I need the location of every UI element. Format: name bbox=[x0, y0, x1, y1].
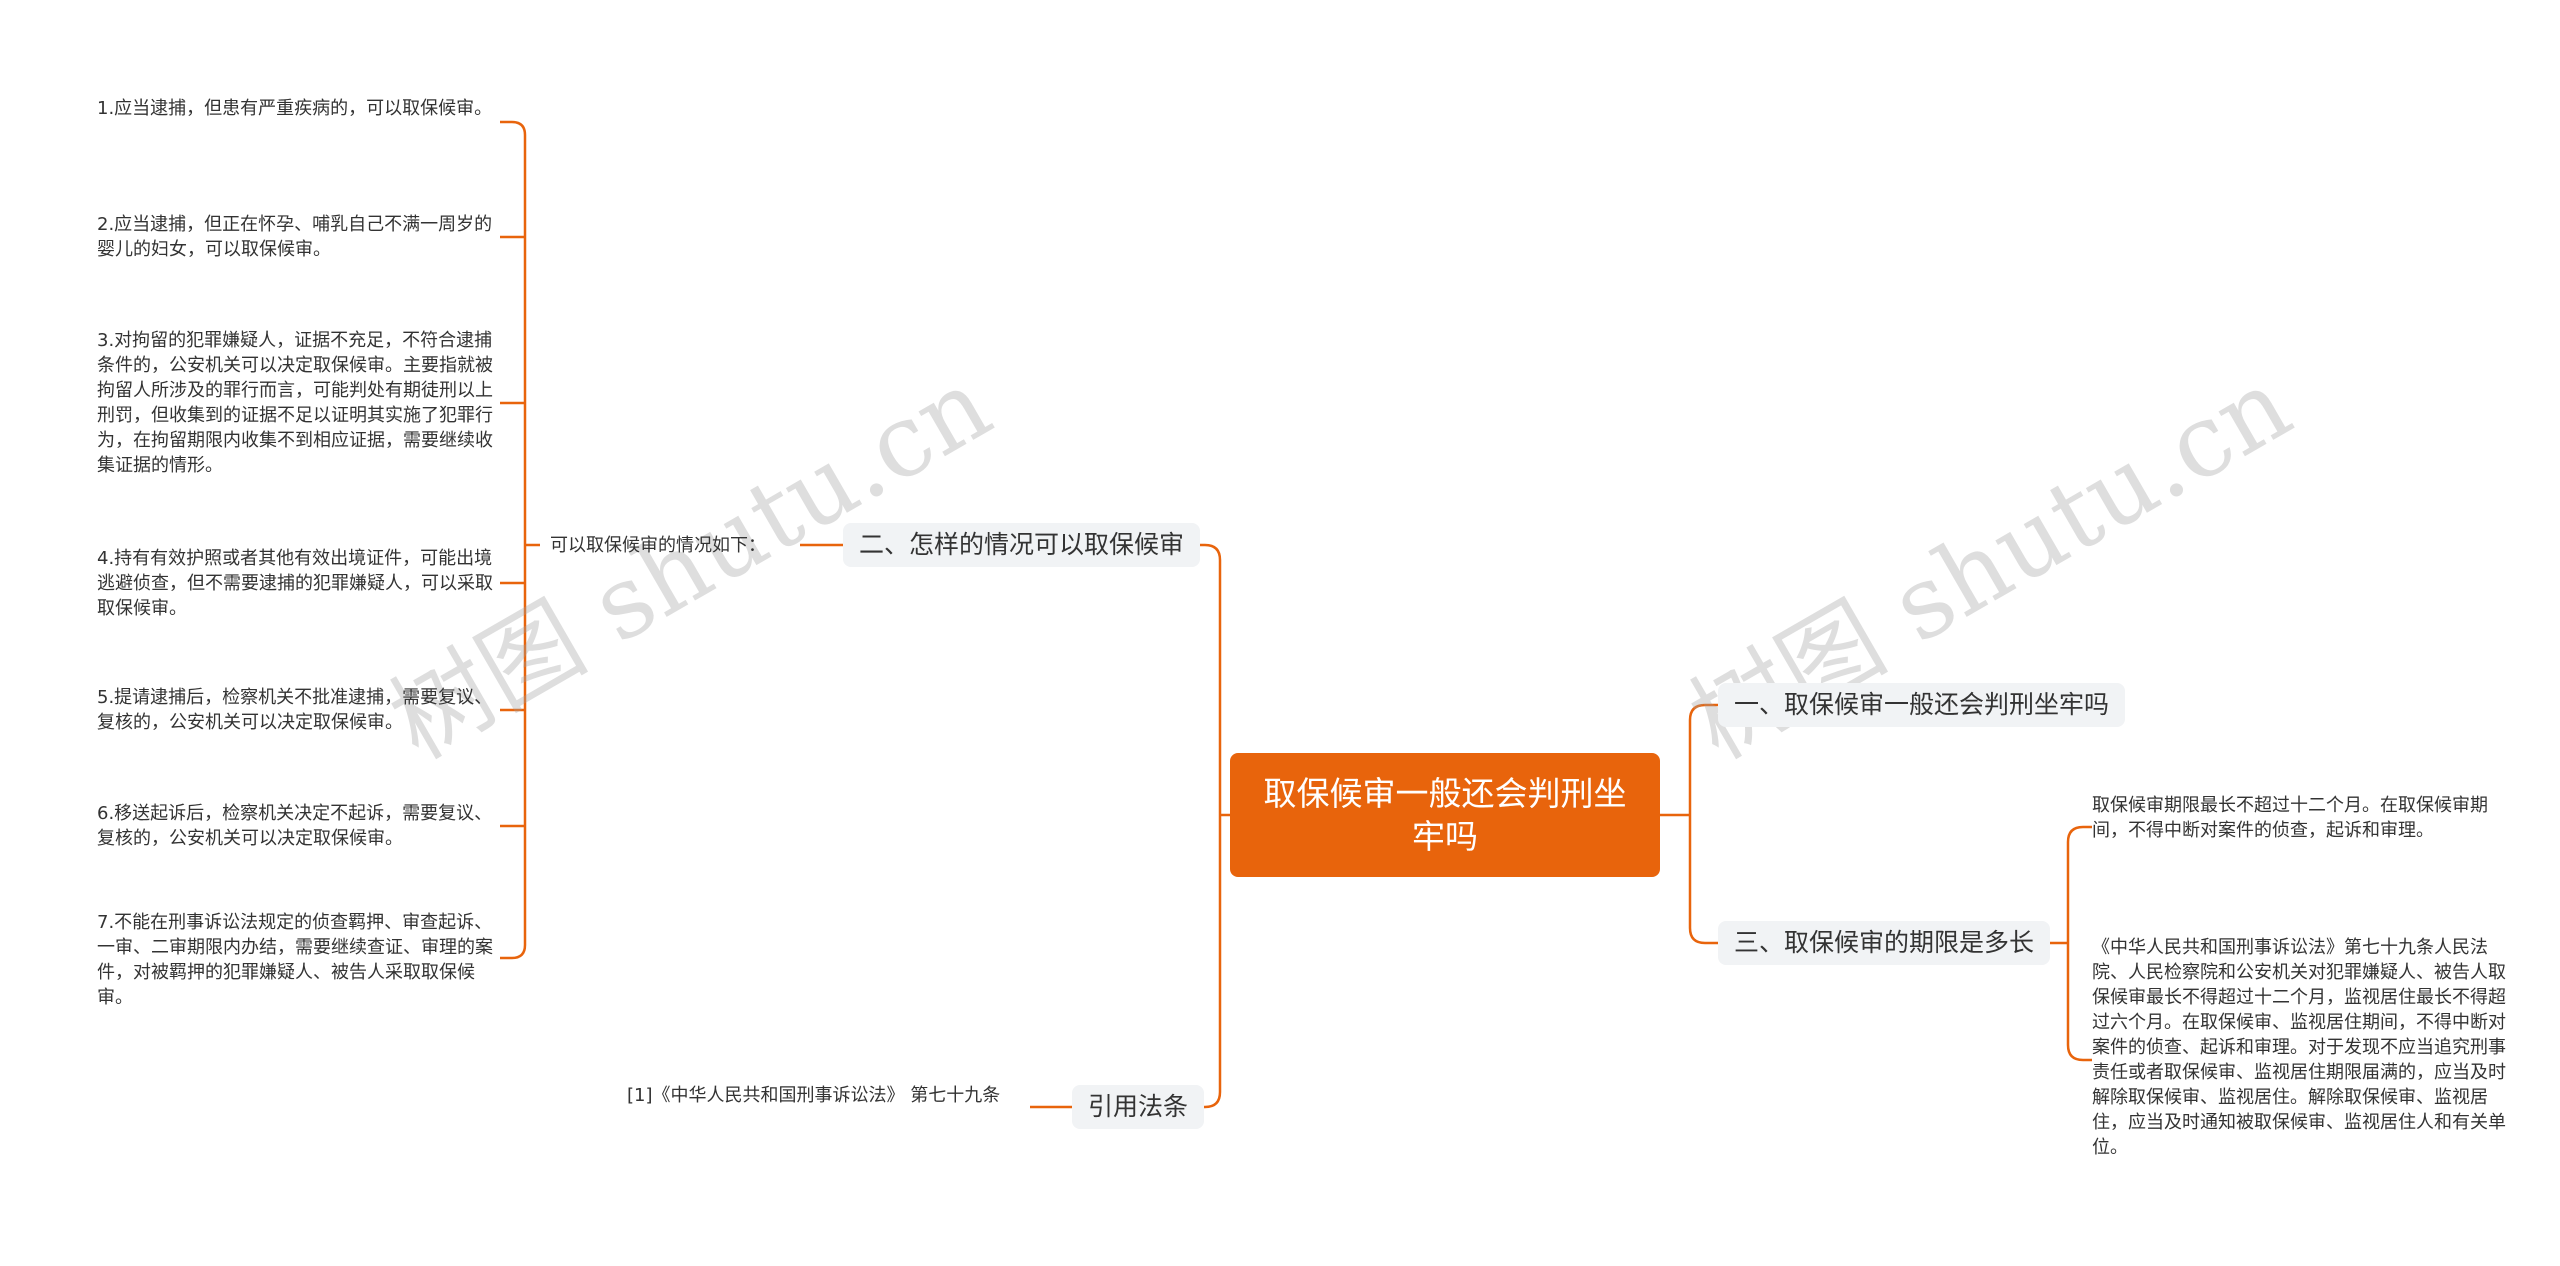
condition-item-7[interactable]: 7.不能在刑事诉讼法规定的侦查羁押、审查起诉、一审、二审期限内办结，需要继续查证… bbox=[97, 912, 493, 1008]
branch-topic-3[interactable]: 三、取保候审的期限是多长 bbox=[1718, 921, 2051, 965]
period-item-2[interactable]: 《中华人民共和国刑事诉讼法》第七十九条人民法院、人民检察院和公安机关对犯罪嫌疑人… bbox=[2092, 937, 2506, 1158]
condition-item-6[interactable]: 6.移送起诉后，检察机关决定不起诉，需要复议、复核的，公安机关可以决定取保候审。 bbox=[97, 803, 493, 849]
branch-topic-4[interactable]: 引用法条 bbox=[1072, 1085, 1205, 1129]
condition-item-4[interactable]: 4.持有有效护照或者其他有效出境证件，可能出境逃避侦查，但不需要逮捕的犯罪嫌疑人… bbox=[97, 548, 493, 619]
root-topic[interactable]: 取保候审一般还会判刑坐牢吗 bbox=[1230, 753, 1660, 877]
branch-topic-2[interactable]: 二、怎样的情况可以取保候审 bbox=[843, 523, 1201, 567]
period-item-1[interactable]: 取保候审期限最长不超过十二个月。在取保候审期间，不得中断对案件的侦查，起诉和审理… bbox=[2092, 795, 2488, 841]
condition-item-5[interactable]: 5.提请逮捕后，检察机关不批准逮捕，需要复议、复核的，公安机关可以决定取保候审。 bbox=[97, 687, 493, 733]
law-citation[interactable]: [1]《中华人民共和国刑事诉讼法》 第七十九条 bbox=[627, 1085, 1001, 1106]
conditions-intro[interactable]: 可以取保候审的情况如下： bbox=[550, 535, 766, 556]
condition-item-1[interactable]: 1.应当逮捕，但患有严重疾病的，可以取保候审。 bbox=[97, 98, 493, 119]
branch-topic-1[interactable]: 一、取保候审一般还会判刑坐牢吗 bbox=[1718, 683, 2126, 727]
condition-item-3[interactable]: 3.对拘留的犯罪嫌疑人，证据不充足，不符合逮捕条件的，公安机关可以决定取保候审。… bbox=[97, 330, 493, 476]
condition-item-2[interactable]: 2.应当逮捕，但正在怀孕、哺乳自己不满一周岁的婴儿的妇女，可以取保候审。 bbox=[97, 214, 493, 260]
